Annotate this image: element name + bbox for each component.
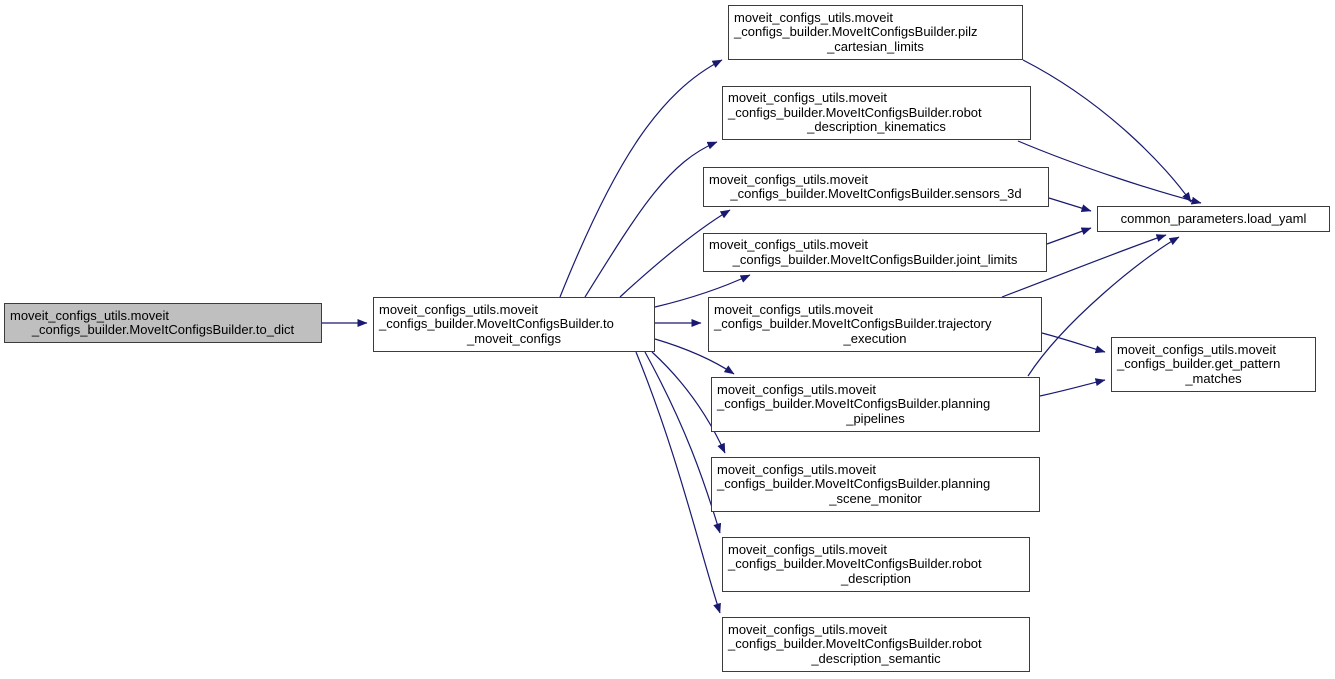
node-planning-pipelines[interactable]: moveit_configs_utils.moveit_configs_buil… [711, 377, 1040, 432]
node-sensors-3d[interactable]: moveit_configs_utils.moveit_configs_buil… [703, 167, 1049, 207]
node-trajectory-execution-label: moveit_configs_utils.moveit_configs_buil… [714, 301, 992, 346]
node-joint-limits-label: moveit_configs_utils.moveit_configs_buil… [709, 237, 1018, 267]
node-planning-scene-monitor-label: moveit_configs_utils.moveit_configs_buil… [717, 461, 991, 506]
edge-to_moveit_configs-planning_scene_monitor [651, 351, 726, 454]
edge-to_moveit_configs-robot_description [644, 351, 722, 534]
edge-pilz_cartesian_limits-load_yaml [1022, 59, 1192, 203]
node-to-dict-label: moveit_configs_utils.moveit_configs_buil… [10, 307, 295, 337]
node-robot-description-kinematics[interactable]: moveit_configs_utils.moveit_configs_buil… [722, 86, 1031, 140]
node-pilz-cartesian-limits-label: moveit_configs_utils.moveit_configs_buil… [734, 9, 978, 54]
node-sensors-3d-label: moveit_configs_utils.moveit_configs_buil… [709, 171, 1022, 201]
edge-to_moveit_configs-planning_pipelines [654, 338, 735, 375]
node-robot-description-semantic-label: moveit_configs_utils.moveit_configs_buil… [728, 621, 982, 666]
edge-to_moveit_configs-sensors_3d [619, 209, 731, 298]
node-robot-description-label: moveit_configs_utils.moveit_configs_buil… [728, 541, 982, 586]
edge-joint_limits-load_yaml [1046, 227, 1092, 245]
edge-to_moveit_configs-pilz_cartesian_limits [559, 59, 723, 298]
node-get-pattern-matches[interactable]: moveit_configs_utils.moveit_configs_buil… [1111, 337, 1316, 392]
node-get-pattern-matches-label: moveit_configs_utils.moveit_configs_buil… [1117, 341, 1281, 386]
node-joint-limits[interactable]: moveit_configs_utils.moveit_configs_buil… [703, 233, 1047, 272]
edge-to_moveit_configs-robot_description_semantic [635, 351, 721, 614]
node-load-yaml[interactable]: common_parameters.load_yaml [1097, 206, 1330, 232]
node-planning-scene-monitor[interactable]: moveit_configs_utils.moveit_configs_buil… [711, 457, 1040, 512]
edge-planning_pipelines-load_yaml [1027, 236, 1180, 377]
edge-to_moveit_configs-joint_limits [654, 274, 751, 308]
edge-trajectory_execution-load_yaml [1001, 234, 1167, 298]
node-to-moveit-configs-label: moveit_configs_utils.moveit_configs_buil… [379, 301, 614, 346]
edge-trajectory_execution-get_pattern_matches [1041, 332, 1106, 354]
node-to-moveit-configs[interactable]: moveit_configs_utils.moveit_configs_buil… [373, 297, 655, 352]
node-robot-description-semantic[interactable]: moveit_configs_utils.moveit_configs_buil… [722, 617, 1030, 672]
node-load-yaml-label: common_parameters.load_yaml [1120, 210, 1307, 226]
node-robot-description[interactable]: moveit_configs_utils.moveit_configs_buil… [722, 537, 1030, 592]
edge-sensors_3d-load_yaml [1048, 197, 1092, 213]
node-robot-description-kinematics-label: moveit_configs_utils.moveit_configs_buil… [728, 90, 982, 135]
edge-robot_description_kinematics-load_yaml [1017, 140, 1202, 205]
edge-to_moveit_configs-robot_description_kinematics [584, 141, 718, 298]
node-trajectory-execution[interactable]: moveit_configs_utils.moveit_configs_buil… [708, 297, 1042, 352]
edge-planning_pipelines-get_pattern_matches [1039, 378, 1106, 397]
node-planning-pipelines-label: moveit_configs_utils.moveit_configs_buil… [717, 381, 991, 426]
node-pilz-cartesian-limits[interactable]: moveit_configs_utils.moveit_configs_buil… [728, 5, 1023, 60]
node-to-dict[interactable]: moveit_configs_utils.moveit_configs_buil… [4, 303, 322, 343]
